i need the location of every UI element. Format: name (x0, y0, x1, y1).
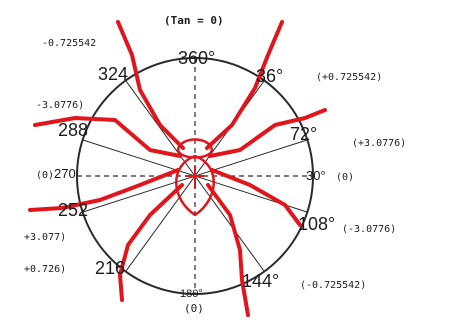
spider-leg-mid-upper-left (33, 116, 182, 158)
label-upper-left: -0.725542 (42, 38, 96, 49)
label-36-deg: 36° (256, 66, 283, 86)
spider-leg-upper-left (116, 20, 185, 150)
spider-leg-lower-left (118, 183, 184, 302)
label-upper-right: (+0.725542) (316, 72, 382, 83)
label-bottom-zero: (0) (184, 302, 204, 315)
spider-leg-lower-right (206, 183, 250, 317)
spider-head (176, 138, 214, 159)
label-360-deg: 360° (178, 48, 215, 68)
label-mid-lower-left: +3.077) (24, 232, 66, 243)
label-324: 324 (98, 64, 128, 84)
label-tan-zero: (Tan = 0) (164, 14, 224, 27)
label-right-zero: (0) (336, 172, 354, 183)
label-30-deg: 30° (306, 168, 326, 183)
label-216: 216 (95, 258, 125, 278)
label-lower-right: (-0.725542) (300, 280, 366, 291)
spider-leg-mid-upper-right (208, 108, 327, 158)
label-288: 288 (58, 120, 88, 140)
label-left-zero: (0) (36, 170, 54, 181)
label-lower-left: +0.726) (24, 264, 66, 275)
label-270: 270 (54, 166, 76, 181)
label-mid-lower-right: (-3.0776) (342, 224, 396, 235)
spider-leg-mid-lower-left (28, 168, 180, 212)
label-mid-upper-right: (+3.0776) (352, 138, 406, 149)
label-252: 252 (58, 200, 88, 220)
label-mid-upper-left: -3.0776) (36, 100, 84, 111)
spider-drawing (28, 20, 327, 317)
spider-leg-mid-lower-right (210, 168, 302, 227)
label-144-deg: 144° (242, 271, 279, 291)
label-108-deg: 108° (298, 214, 335, 234)
spider-leg-upper-right (205, 20, 284, 150)
label-72-deg: 72° (290, 124, 317, 144)
label-180-deg: 180° (180, 288, 203, 300)
